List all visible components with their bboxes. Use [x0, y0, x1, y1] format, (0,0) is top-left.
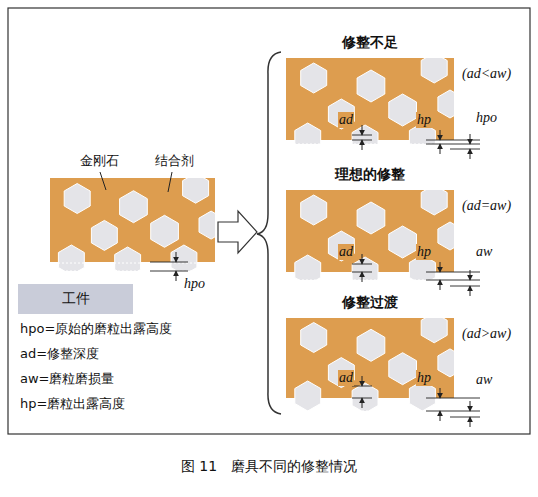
dimension-label: hp: [416, 112, 432, 128]
dimension-arrow: [440, 130, 441, 140]
diamond-grain: [389, 226, 417, 258]
diamond-grain: [91, 220, 117, 250]
dimension-arrow: [440, 388, 441, 398]
dimension-arrow: [470, 401, 471, 411]
diamond-grain: [64, 184, 90, 214]
diamond-grain: [328, 231, 354, 261]
diamond-grain: [301, 195, 327, 225]
dimension-arrow: [440, 411, 441, 421]
diamond-grain: [389, 353, 417, 385]
case-title: 理想的修整: [335, 166, 405, 182]
diamond-grain: [352, 125, 378, 144]
dimension-arrow: [362, 376, 363, 386]
dimension-arrow: [362, 398, 363, 408]
diamond-grain: [389, 94, 417, 126]
diamond-grain: [115, 247, 141, 271]
dimension-arrow: [362, 125, 363, 135]
condition: (ad>aw): [462, 326, 511, 342]
dimension-label: aw: [476, 372, 492, 388]
dimension-label: aw: [476, 244, 492, 260]
leader-line: [168, 172, 172, 192]
diamond-grain: [295, 381, 321, 411]
diamond-grain: [352, 383, 378, 411]
material-label: 金刚石: [80, 154, 119, 169]
frame: [8, 8, 530, 434]
diamond-grain: [421, 190, 447, 215]
dimension-arrow: [362, 140, 363, 150]
dimension-arrow: [470, 134, 471, 144]
diamond-grain: [328, 99, 354, 129]
reference-line: [450, 286, 480, 287]
diamond-grain: [295, 255, 321, 280]
dimension-arrow: [362, 254, 363, 264]
diamond-grain: [438, 222, 454, 250]
brace: [257, 52, 281, 414]
material-label: 结合剂: [155, 154, 194, 169]
dimension-marks: [150, 125, 480, 427]
reference-line: [426, 272, 480, 273]
dimension-arrow: [362, 272, 363, 282]
dimension-arrow: [470, 417, 471, 427]
dimension-arrow: [470, 270, 471, 280]
diamond-grain: [295, 123, 321, 144]
diamond-grain: [357, 70, 385, 102]
diamond-grain: [120, 191, 148, 223]
condition: (ad<aw): [462, 66, 511, 82]
case-title: 修整过渡: [342, 294, 398, 310]
diamond-grain: [438, 349, 454, 377]
condition: (ad=aw): [462, 198, 511, 214]
dimension-arrow: [470, 149, 471, 159]
definition: hp=磨粒出露高度: [20, 397, 125, 412]
workpiece: 工件: [18, 284, 133, 314]
diamond-grain: [183, 178, 209, 203]
case-title: 修整不足: [342, 34, 398, 50]
reference-line: [150, 271, 188, 272]
diamond-grain: [357, 202, 385, 234]
definition: aw=磨粒磨损量: [20, 372, 115, 387]
reference-line: [450, 417, 480, 418]
dimension-arrow: [440, 280, 441, 290]
dressing-line: [50, 263, 215, 264]
reference-line: [426, 144, 480, 145]
definition: hpo=原始的磨粒出露高度: [20, 322, 172, 337]
hollow-arrow: [218, 211, 257, 253]
dimension-label: hpo: [476, 110, 497, 126]
diamond-grain: [357, 329, 385, 361]
node-text: 工件: [62, 290, 90, 308]
definition: ad=修整深度: [20, 347, 99, 362]
dressing-line: [50, 270, 215, 271]
dimension-label: hpo: [184, 276, 205, 292]
diamond-grain: [199, 211, 215, 239]
dimension-arrow: [176, 271, 177, 281]
dimension-label: ad: [338, 112, 354, 128]
diamond-grain: [352, 257, 378, 280]
figure-caption: 图 11 磨具不同的修整情况: [181, 458, 357, 474]
dimension-label: ad: [338, 244, 354, 260]
diamond-grain: [421, 58, 447, 83]
reference-line: [426, 411, 480, 412]
grinding-tool: [50, 173, 223, 277]
leader-line: [100, 172, 106, 190]
diamond-grain: [58, 245, 84, 271]
reference-line: [426, 140, 480, 141]
diamond-grain: [151, 215, 179, 247]
reference-line: [150, 262, 188, 263]
reference-line: [450, 149, 480, 150]
dimension-label: ad: [338, 370, 354, 386]
dimension-arrow: [470, 286, 471, 296]
reference-line: [426, 398, 480, 399]
diamond-grain: [301, 323, 327, 353]
dimension-arrow: [440, 262, 441, 272]
reference-line: [426, 280, 480, 281]
diamond-grain: [421, 318, 447, 343]
diamond-grain: [171, 245, 197, 271]
diamond-grain: [301, 63, 327, 93]
dimension-label: hp: [416, 244, 432, 260]
diamond-grain: [328, 358, 354, 388]
diamond-grain: [438, 90, 454, 118]
dimension-label: hp: [416, 370, 432, 386]
dimension-arrow: [440, 144, 441, 154]
dimension-arrow: [176, 252, 177, 262]
